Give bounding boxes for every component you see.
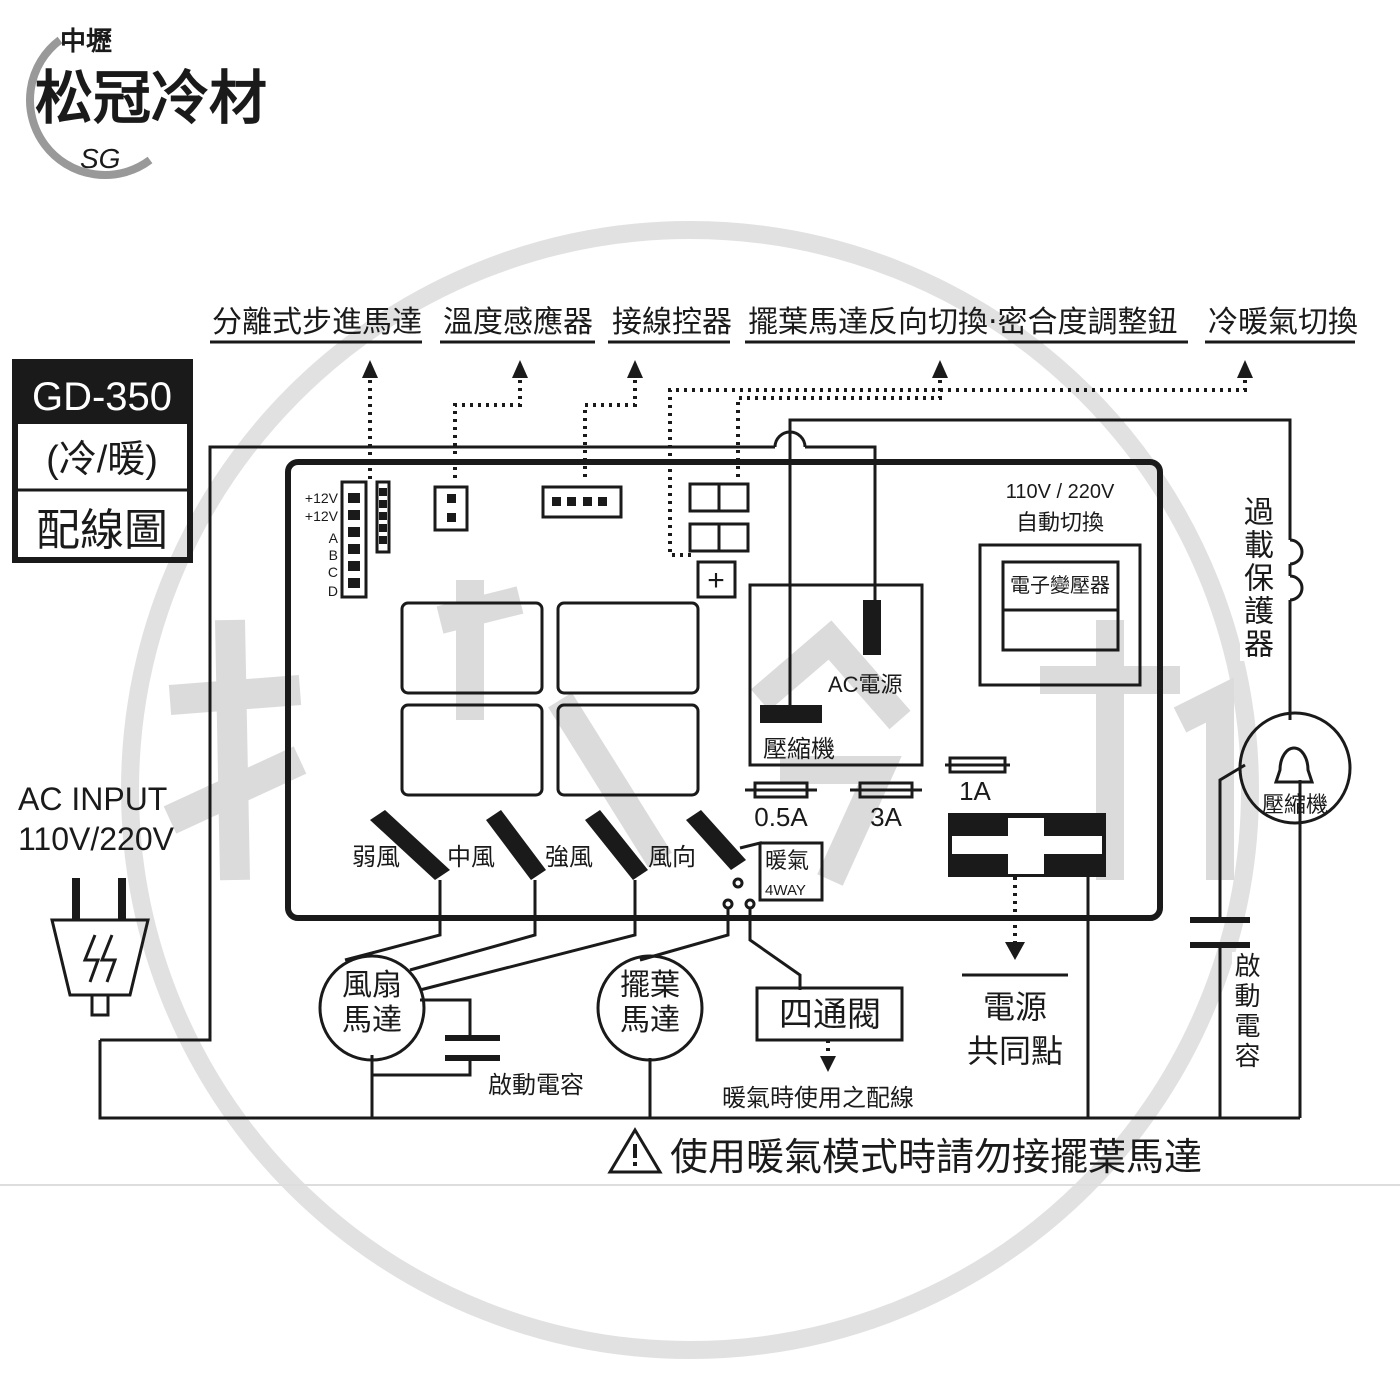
relays-2-text: 強風 [545, 844, 593, 871]
fuses-0-text: 0.5A [754, 802, 808, 832]
logo-sub-text: SG [80, 143, 120, 174]
ac-input-line2-text: 110V/220V [18, 821, 175, 857]
model-box: GD-350 (冷/暖) 配線圖 [12, 359, 193, 563]
top-labels: 分離式步進馬達 溫度感應器 接線控器 擺葉馬達反向切換‧密合度調整鈕 冷暖氣切換 [210, 306, 1358, 344]
model-mode-text: (冷/暖) [46, 439, 158, 481]
four-way-note-text: 暖氣時使用之配線 [722, 1085, 914, 1112]
fan-motor-line1-text: 風扇 [342, 969, 402, 1002]
overload-protector-label: 過載保護器 [1238, 496, 1273, 661]
compressor [1238, 711, 1352, 825]
power-common-line1-text: 電源 [983, 989, 1047, 1025]
plus-symbol: + [707, 564, 725, 597]
transformer-label-text: 電子變壓器 [1010, 574, 1110, 597]
top-labels-2-text: 接線控器 [612, 306, 732, 339]
top-labels-1-text: 溫度感應器 [443, 306, 593, 339]
top-labels-3-text: 擺葉馬達反向切換‧密合度調整鈕 [748, 306, 1178, 339]
connector-pins-1-text: +12V [305, 508, 339, 524]
relays-3-text: 風向 [648, 844, 696, 871]
fuses-2-text: 1A [959, 776, 991, 806]
four-way-valve [755, 986, 904, 1042]
control-board: +12V +12V A B C D + AC電源 壓縮機 110V / 220V… [285, 459, 1163, 921]
relays-0-text: 弱風 [352, 844, 400, 871]
watermark [121, 221, 1259, 1359]
top-labels-0-text: 分離式步進馬達 [212, 306, 422, 339]
warning-text: 使用暖氣模式時請勿接擺葉馬達 [670, 1137, 1202, 1179]
ac-power-text: AC電源 [828, 672, 903, 697]
connector-pins-0-text: +12V [305, 490, 339, 506]
ac-input-line1-text: AC INPUT [18, 781, 167, 817]
connector-pins-3-text: B [329, 547, 338, 563]
connector-pins-2-text: A [329, 530, 339, 546]
power-wires [98, 418, 1304, 1120]
heat-sub-text: 4WAY [765, 882, 806, 899]
power-common-line2-text: 共同點 [967, 1033, 1063, 1069]
heat-label-text: 暖氣 [765, 848, 809, 873]
swing-motor-line1-text: 擺葉 [620, 969, 680, 1002]
swing-motor-line2-text: 馬達 [620, 1004, 680, 1037]
top-labels-4-text: 冷暖氣切換 [1208, 306, 1358, 339]
four-way-text: 四通閥 [779, 996, 881, 1034]
compressor-text: 壓縮機 [1262, 792, 1328, 817]
start-cap-fan-text: 啟動電容 [488, 1072, 584, 1099]
warning-note: 使用暖氣模式時請勿接擺葉馬達 [607, 1127, 1202, 1179]
fan-motor-line2-text: 馬達 [342, 1004, 402, 1037]
logo-main-text: 松冠冷材 [35, 66, 267, 131]
compressor-start-capacitor-label: 啟動電容 [1230, 952, 1260, 1072]
model-name-text: GD-350 [32, 375, 172, 419]
warning-icon [607, 1127, 663, 1174]
transformer-line1-text: 110V / 220V [1006, 481, 1115, 503]
fan-motor [318, 954, 426, 1062]
connector-pins-4-text: C [328, 564, 338, 580]
logo: 中壢 松冠冷材 SG [26, 26, 267, 179]
signal-leads [362, 360, 1253, 557]
logo-top-text: 中壢 [60, 26, 112, 56]
motor-wiring [344, 877, 1025, 1118]
swing-motor [596, 954, 704, 1062]
model-title-text: 配線圖 [36, 506, 168, 555]
fuses-1-text: 3A [870, 802, 902, 832]
compressor-relay-text: 壓縮機 [763, 736, 835, 763]
plug-icon [50, 878, 150, 1017]
relays-1-text: 中風 [447, 844, 495, 871]
connector-pins-5-text: D [328, 583, 338, 599]
transformer-line2-text: 自動切換 [1016, 510, 1104, 535]
